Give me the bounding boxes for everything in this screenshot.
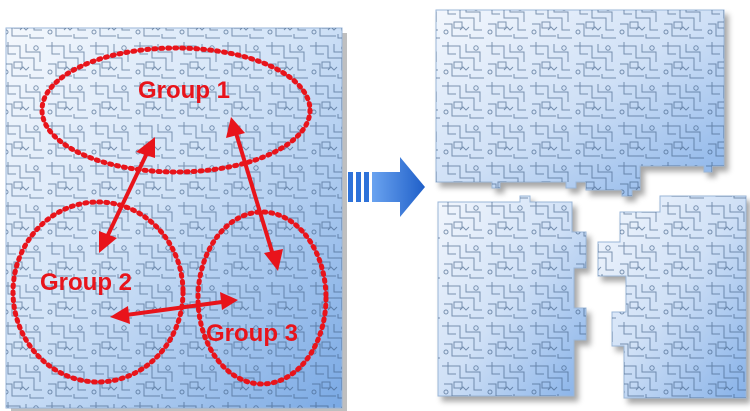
group-3-label: Group 3 <box>206 320 298 347</box>
group-1-region <box>39 45 313 175</box>
puzzle-piece-group-1 <box>435 9 725 197</box>
group-2-label: Group 2 <box>40 269 132 296</box>
relation-arrow-1-2 <box>99 137 155 253</box>
puzzle-piece-group-3 <box>597 195 747 399</box>
group-2-region <box>10 199 186 385</box>
relation-arrow-2-3 <box>110 292 238 324</box>
group-1-label: Group 1 <box>138 77 230 104</box>
right-arrow-icon <box>348 157 425 217</box>
relation-arrow-1-3 <box>226 117 283 271</box>
puzzle-piece-group-2 <box>437 195 587 397</box>
